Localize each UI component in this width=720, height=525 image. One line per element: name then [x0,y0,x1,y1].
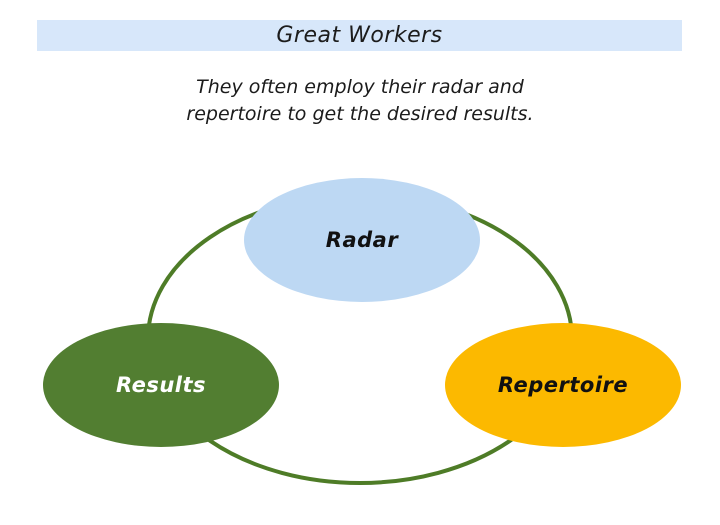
cycle-diagram: Radar Results Repertoire [0,150,720,525]
title-banner: Great Workers [37,20,682,51]
subtitle: They often employ their radar and repert… [0,74,720,128]
diagram-canvas: Radar Results Repertoire [43,178,681,485]
node-repertoire-label: Repertoire [498,373,628,397]
node-repertoire-ellipse [445,323,681,447]
node-results-label: Results [116,373,206,397]
node-results-ellipse [43,323,279,447]
subtitle-line-1: They often employ their radar and [196,76,524,98]
node-radar-label: Radar [326,228,400,252]
page-title: Great Workers [276,23,443,48]
node-radar-ellipse [244,178,480,302]
subtitle-line-2: repertoire to get the desired results. [186,103,534,125]
